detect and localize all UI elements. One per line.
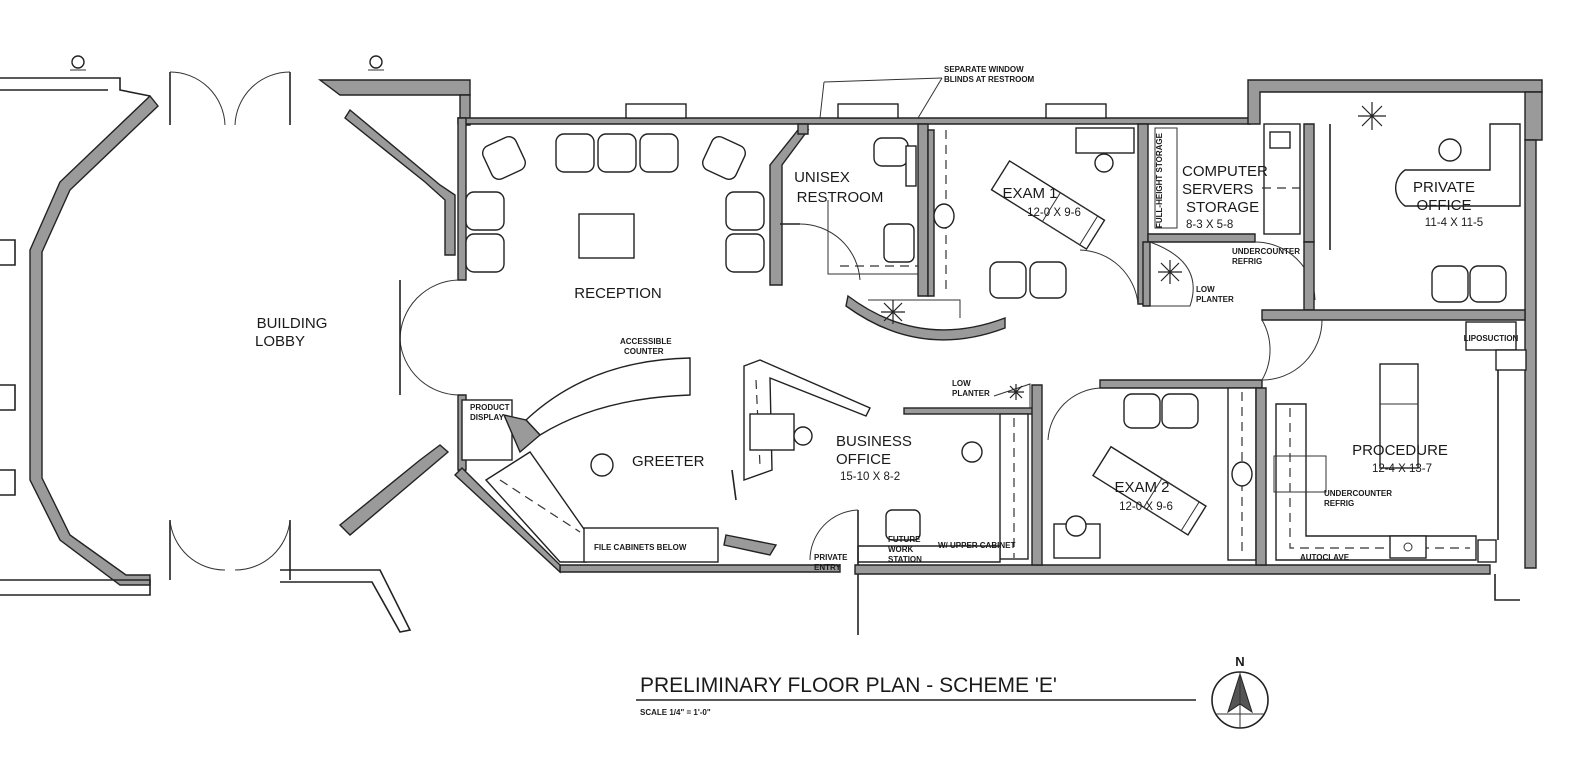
building-lobby-walls (0, 77, 471, 633)
future-work-station-note: FUTURE WORK STATION W/ UPPER CABINET (888, 535, 1015, 564)
svg-text:LOBBY: LOBBY (255, 333, 305, 350)
svg-text:PLANTER: PLANTER (952, 389, 990, 398)
lobby-doors[interactable] (169, 71, 291, 580)
svg-text:STATION: STATION (888, 555, 922, 564)
building-lobby-label: BUILDING LOBBY (255, 315, 327, 350)
scale-note: SCALE 1/4" = 1'-0" (640, 708, 711, 717)
svg-text:PRIVATE: PRIVATE (1413, 179, 1475, 196)
svg-text:W/ UPPER CABINET: W/ UPPER CABINET (938, 541, 1015, 550)
svg-text:UNDERCOUNTER: UNDERCOUNTER (1324, 489, 1392, 498)
window-mullions (625, 103, 1107, 119)
lobby-lamp-icons (70, 55, 384, 71)
procedure-door-swing[interactable] (1261, 319, 1323, 381)
svg-text:STORAGE: STORAGE (1186, 199, 1259, 216)
svg-text:COMPUTER: COMPUTER (1182, 163, 1268, 180)
svg-text:ACCESSIBLE: ACCESSIBLE (620, 337, 672, 346)
svg-text:11-4 X 11-5: 11-4 X 11-5 (1425, 217, 1483, 229)
unisex-label: UNISEX (794, 169, 850, 186)
svg-text:PRODUCT: PRODUCT (470, 403, 510, 412)
svg-text:PLANTER: PLANTER (1196, 295, 1234, 304)
plan-title: PRELIMINARY FLOOR PLAN - SCHEME 'E' (640, 674, 1057, 697)
suite-entry-doors[interactable] (399, 279, 459, 396)
exam2-room (1047, 379, 1267, 566)
svg-text:LOW: LOW (952, 379, 971, 388)
accessible-counter-note: ACCESSIBLE COUNTER (620, 337, 672, 356)
procedure-label: PROCEDURE 12-4 X 13-7 (1352, 442, 1448, 475)
exam2-dims: 12-0 X 9-6 (1119, 501, 1173, 513)
svg-text:DISPLAY: DISPLAY (470, 413, 505, 422)
procedure-room (1261, 319, 1527, 563)
greeter-chair (590, 453, 614, 477)
business-office-label: BUSINESS OFFICE 15-10 X 8-2 (836, 433, 912, 483)
svg-text:BUSINESS: BUSINESS (836, 433, 912, 450)
exam1-room (927, 123, 1149, 305)
svg-text:PRIVATE: PRIVATE (814, 553, 848, 562)
low-planter-mid: LOW PLANTER (952, 379, 1031, 408)
reception-seating (465, 133, 765, 273)
computer-room-label: COMPUTER SERVERS STORAGE 8-3 X 5-8 (1182, 163, 1268, 231)
suite-outer-walls (453, 79, 1543, 635)
svg-text:FILE CABINETS BELOW: FILE CABINETS BELOW (594, 543, 687, 552)
svg-text:OFFICE: OFFICE (1417, 197, 1472, 214)
business-office (731, 359, 1043, 566)
svg-text:FUTURE: FUTURE (888, 535, 921, 544)
private-entry-note: PRIVATE ENTRY (814, 553, 848, 572)
undercounter-refrig-note-bottom: UNDERCOUNTER REFRIG (1324, 489, 1392, 508)
svg-text:8-3 X 5-8: 8-3 X 5-8 (1186, 219, 1233, 231)
svg-text:12-4 X 13-7: 12-4 X 13-7 (1372, 463, 1432, 475)
low-planter-top: LOW PLANTER (1142, 241, 1234, 307)
curved-planter-wall (845, 294, 1006, 341)
product-display: PRODUCT DISPLAY (461, 399, 513, 461)
svg-text:SERVERS: SERVERS (1182, 181, 1253, 198)
restroom-label: RESTROOM (797, 189, 884, 206)
corridor-door-swing-2[interactable] (1261, 319, 1271, 381)
svg-text:UNDERCOUNTER: UNDERCOUNTER (1232, 247, 1300, 256)
svg-text:WORK: WORK (888, 545, 914, 554)
reception-label: RECEPTION (574, 285, 662, 302)
computer-storage-room (1147, 123, 1315, 243)
private-office (1261, 102, 1526, 321)
exam2-label: EXAM 2 (1114, 479, 1169, 496)
liposuction-cabinet: LIPOSUCTION (1464, 321, 1519, 351)
title-block: PRELIMINARY FLOOR PLAN - SCHEME 'E' SCAL… (636, 674, 1196, 717)
svg-text:REFRIG: REFRIG (1232, 257, 1262, 266)
svg-text:ENTRY: ENTRY (814, 563, 841, 572)
restroom-walls (769, 123, 929, 297)
window-blinds-note: SEPARATE WINDOW BLINDS AT RESTROOM (819, 65, 1035, 119)
autoclave-note: AUTOCLAVE (1300, 553, 1350, 562)
full-height-storage-note: FULL-HEIGHT STORAGE (1155, 132, 1164, 228)
svg-text:OFFICE: OFFICE (836, 451, 891, 468)
svg-text:SEPARATE WINDOW: SEPARATE WINDOW (944, 65, 1024, 74)
svg-text:REFRIG: REFRIG (1324, 499, 1354, 508)
accessible-counter: FILE CABINETS BELOW (484, 357, 778, 563)
exam1-dims: 12-0 X 9-6 (1027, 207, 1081, 219)
north-label: N (1235, 654, 1244, 669)
svg-text:PROCEDURE: PROCEDURE (1352, 442, 1448, 459)
exam1-label: EXAM 1 (1002, 185, 1057, 202)
north-arrow-icon: N (1211, 654, 1269, 729)
undercounter-refrig-note-top: UNDERCOUNTER REFRIG (1232, 247, 1300, 266)
private-office-label: PRIVATE OFFICE 11-4 X 11-5 (1413, 179, 1483, 229)
svg-text:COUNTER: COUNTER (624, 347, 664, 356)
svg-text:BUILDING: BUILDING (257, 315, 328, 332)
svg-text:15-10 X 8-2: 15-10 X 8-2 (840, 471, 900, 483)
svg-text:LIPOSUCTION: LIPOSUCTION (1464, 334, 1519, 343)
svg-text:BLINDS AT RESTROOM: BLINDS AT RESTROOM (944, 75, 1035, 84)
greeter-label: GREETER (632, 453, 705, 470)
svg-text:LOW: LOW (1196, 285, 1215, 294)
